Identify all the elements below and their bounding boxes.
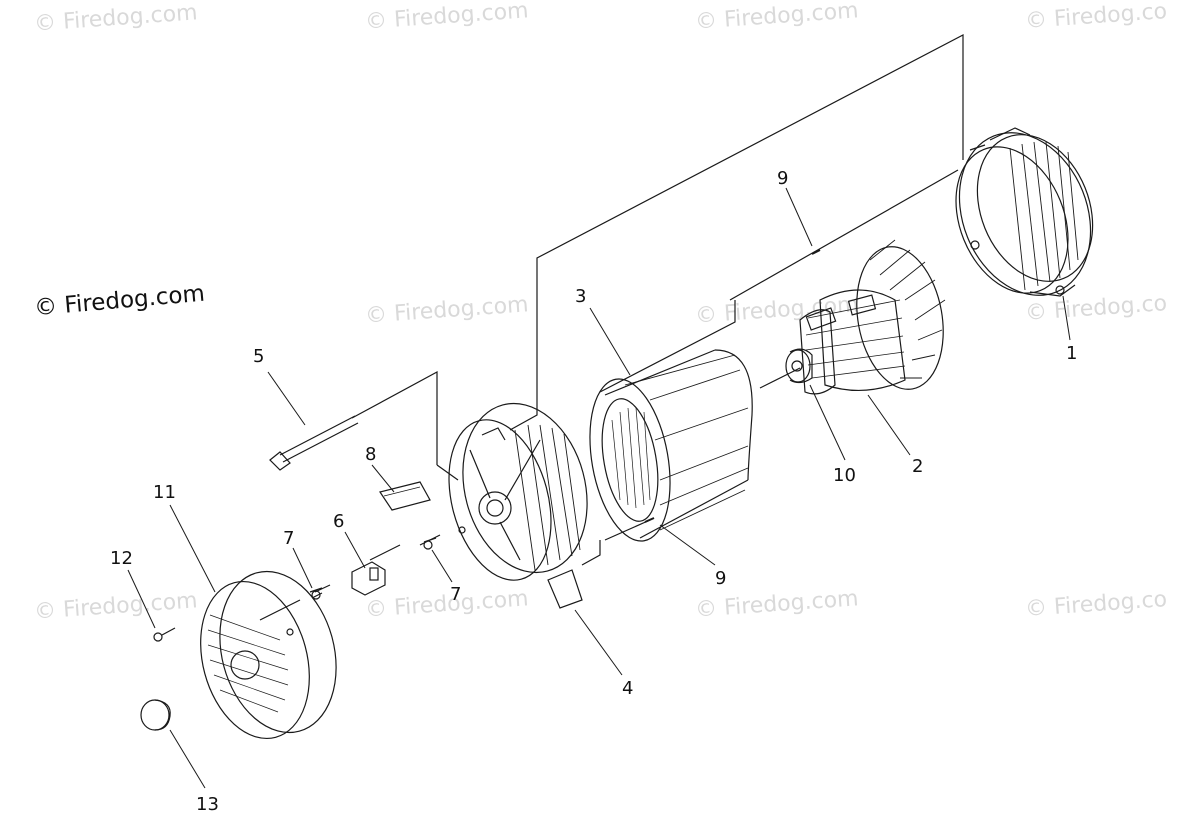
rear-cover-part-11 [200,570,337,740]
callout-12: 12 [110,548,133,569]
front-housing-part-4 [448,402,588,609]
callout-13: 13 [196,794,219,815]
rotor-part-2 [785,239,946,395]
callout-8: 8 [365,444,377,465]
callout-6: 6 [333,511,345,532]
callout-7b: 7 [450,584,462,605]
screw-part-12 [153,627,176,642]
callout-9b: 9 [715,568,727,589]
cap-part-13 [140,699,171,731]
stator-part-3 [589,349,753,542]
callout-4: 4 [622,678,634,699]
keys-part-9 [644,249,821,523]
callout-7a: 7 [283,528,295,549]
brush-holder-part-6 [351,561,386,596]
end-bell-part-1 [955,127,1094,297]
callout-9a: 9 [777,168,789,189]
callout-3: 3 [575,286,587,307]
plate-part-8 [379,481,431,511]
callout-11: 11 [153,482,176,503]
leader-lines [127,187,1071,789]
callout-5: 5 [253,346,265,367]
screws-part-7 [309,537,437,600]
callout-2: 2 [912,456,924,477]
through-bolt-part-5 [269,415,359,471]
callout-1: 1 [1066,343,1078,364]
callout-10: 10 [833,465,856,486]
assembly-lines [259,34,964,621]
